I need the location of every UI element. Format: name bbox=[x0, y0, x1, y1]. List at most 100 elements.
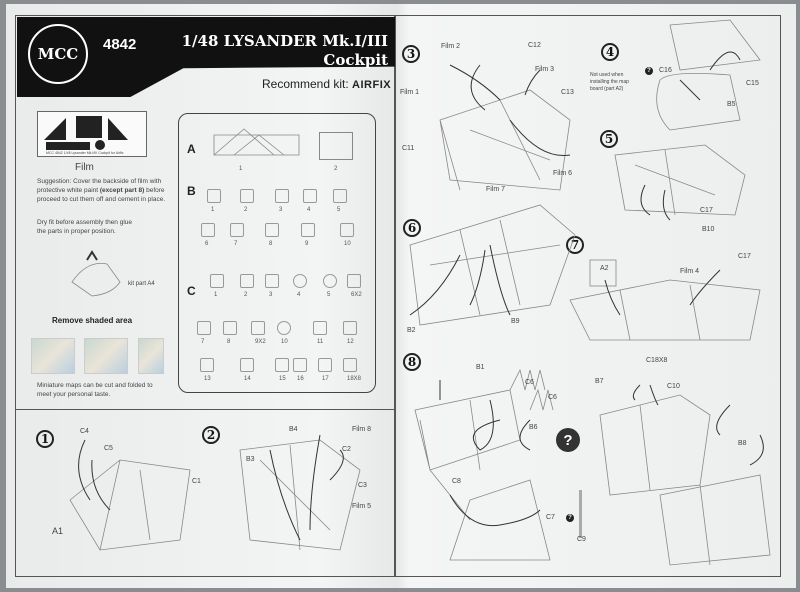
part-number-c-11: 11 bbox=[317, 339, 324, 345]
part-b5-icon bbox=[333, 189, 347, 203]
instruction-sheet bbox=[6, 4, 796, 588]
title-line2: Cockpit bbox=[323, 51, 388, 69]
row-label-c: C bbox=[187, 284, 196, 298]
film-suggestion: Suggestion: Cover the backside of film w… bbox=[37, 178, 166, 203]
label-c7: C7 bbox=[546, 514, 555, 521]
part-b8-icon bbox=[265, 223, 279, 237]
label-film-7: Film 7 bbox=[486, 186, 506, 193]
right-page-frame bbox=[395, 15, 781, 577]
part-number-c-6: 6X2 bbox=[351, 292, 362, 298]
part-number-b-6: 6 bbox=[205, 241, 209, 247]
label-film-5: Film 5 bbox=[352, 503, 372, 510]
part-number-c-2: 2 bbox=[244, 292, 248, 298]
part-number-c-14: 14 bbox=[244, 376, 251, 382]
part-c5-icon bbox=[323, 274, 337, 288]
label-c12: C12 bbox=[528, 42, 541, 49]
label-c6-b: C6 bbox=[548, 394, 557, 401]
question-mark-icon: ? bbox=[556, 428, 580, 452]
label-b9: B9 bbox=[511, 318, 520, 325]
label-a2: A2 bbox=[600, 265, 609, 272]
part-c4-icon bbox=[293, 274, 307, 288]
part-b6-icon bbox=[201, 223, 215, 237]
part-c2-icon bbox=[240, 274, 254, 288]
label-film-2: Film 2 bbox=[441, 43, 461, 50]
step-8-right-diagram bbox=[599, 384, 771, 566]
step-4-diagram bbox=[656, 19, 761, 131]
dryfit-note: Dry fit before assembly then glue the pa… bbox=[37, 219, 133, 235]
label-b4: B4 bbox=[289, 426, 298, 433]
maps-note: Miniature maps can be cut and folded to … bbox=[37, 382, 153, 398]
map-thumbnail-2 bbox=[84, 338, 128, 374]
label-b6: B6 bbox=[529, 424, 538, 431]
part-c15-icon bbox=[275, 358, 289, 372]
step-8-left-diagram bbox=[414, 368, 554, 561]
part-number-c-10: 10 bbox=[281, 339, 288, 345]
step-1-diagram bbox=[69, 439, 191, 551]
label-a1: A1 bbox=[52, 526, 64, 536]
part-c16-icon bbox=[293, 358, 307, 372]
part-number-c-15: 15 bbox=[279, 376, 286, 382]
label-c5: C5 bbox=[104, 445, 113, 452]
part-c9-icon bbox=[251, 321, 265, 335]
part-number-b-3: 3 bbox=[279, 207, 283, 213]
part-c10-icon bbox=[277, 321, 291, 335]
part-b1-icon bbox=[207, 189, 221, 203]
logo-text: MCC bbox=[37, 45, 79, 63]
part-number-c-12: 12 bbox=[347, 339, 354, 345]
part-c6-icon bbox=[347, 274, 361, 288]
kit-part-label: kit part A4 bbox=[128, 281, 155, 287]
label-c4: C4 bbox=[80, 428, 89, 435]
part-number-c-4: 4 bbox=[297, 292, 301, 298]
step-3-number: 3 bbox=[402, 45, 420, 63]
step-7-number: 7 bbox=[566, 236, 584, 254]
step-5-diagram bbox=[614, 144, 746, 221]
part-c18-icon bbox=[343, 358, 357, 372]
part-number-c-16: 16 bbox=[297, 376, 304, 382]
part-number-b-10: 10 bbox=[344, 241, 351, 247]
label-c17-step5: C17 bbox=[700, 207, 713, 214]
part-b3-icon bbox=[275, 189, 289, 203]
label-b10: B10 bbox=[702, 226, 715, 233]
part-a2-board-icon bbox=[319, 132, 353, 160]
part-c11-icon bbox=[313, 321, 327, 335]
label-c8: C8 bbox=[452, 478, 461, 485]
label-film-3: Film 3 bbox=[535, 66, 555, 73]
part-number-c-17: 17 bbox=[322, 376, 329, 382]
part-c14-icon bbox=[240, 358, 254, 372]
part-b10-icon bbox=[340, 223, 354, 237]
part-number-b-4: 4 bbox=[307, 207, 311, 213]
label-c2: C2 bbox=[342, 446, 351, 453]
label-b7: B7 bbox=[595, 378, 604, 385]
part-number-b-9: 9 bbox=[305, 241, 309, 247]
step-2-diagram bbox=[239, 434, 361, 551]
label-b3: B3 bbox=[246, 456, 255, 463]
step-1-number: 1 bbox=[36, 430, 54, 448]
label-c1: C1 bbox=[192, 478, 201, 485]
part-number-a-2: 2 bbox=[334, 166, 338, 172]
part-number-c-9: 9X2 bbox=[255, 339, 266, 345]
mcc-logo: MCC bbox=[28, 24, 88, 84]
label-b5: B5 bbox=[727, 101, 736, 108]
label-c17-step7: C17 bbox=[738, 253, 751, 260]
map-thumbnail-3 bbox=[138, 338, 164, 374]
part-number-c-1: 1 bbox=[214, 292, 218, 298]
label-c11: C11 bbox=[402, 145, 415, 152]
map-thumbnail-1 bbox=[31, 338, 75, 374]
part-c13-icon bbox=[200, 358, 214, 372]
label-c18x8: C18X8 bbox=[646, 357, 668, 364]
label-film-6: Film 6 bbox=[553, 170, 573, 177]
kit-part-a4-diagram bbox=[71, 250, 121, 297]
part-number-c-5: 5 bbox=[327, 292, 331, 298]
part-number-b-8: 8 bbox=[269, 241, 273, 247]
label-c10: C10 bbox=[667, 383, 680, 390]
part-b4-icon bbox=[303, 189, 317, 203]
recommend-kit: Recommend kit: AIRFIX bbox=[262, 77, 391, 91]
part-b9-icon bbox=[301, 223, 315, 237]
part-number-b-5: 5 bbox=[337, 207, 341, 213]
label-film-4: Film 4 bbox=[680, 268, 700, 275]
product-code: 4842 bbox=[103, 36, 137, 53]
label-b1: B1 bbox=[476, 364, 485, 371]
label-c3: C3 bbox=[358, 482, 367, 489]
